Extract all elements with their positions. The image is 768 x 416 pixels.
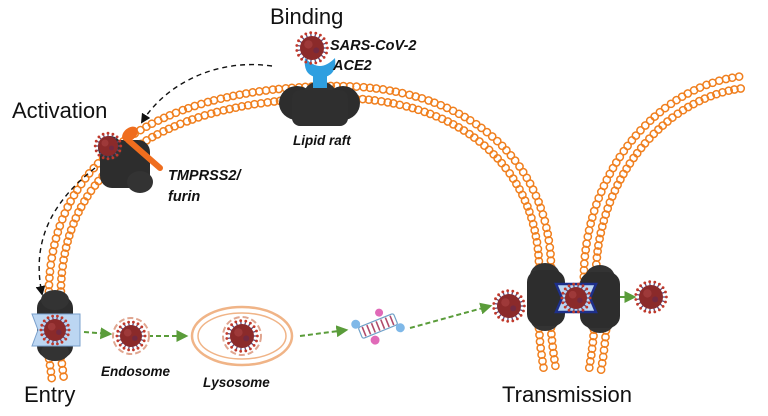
lipid-raft-complex	[279, 58, 360, 126]
virus-icon-entry	[39, 314, 71, 346]
protease-icon	[122, 126, 163, 171]
protease-label-line2: furin	[168, 189, 200, 205]
activation-to-entry-arrow	[35, 167, 96, 296]
endosome-label: Endosome	[101, 364, 171, 379]
stage-label-binding: Binding	[270, 4, 343, 29]
virus-icon-binding	[295, 31, 329, 65]
entry-to-endosome-arrow	[83, 327, 113, 340]
rna-to-transmission-arrow	[409, 302, 493, 329]
protease-label-line1: TMPRSS2/	[168, 168, 242, 184]
rna-fragment-icon	[351, 308, 405, 345]
virus-icon-activation	[93, 131, 123, 161]
transmission-complex	[527, 263, 620, 333]
endosome	[112, 317, 150, 355]
stage-label-activation: Activation	[12, 98, 107, 123]
ace2-receptor-icon	[304, 58, 336, 88]
virus-icon-lysosome	[225, 319, 259, 353]
virus-icon-endosome	[115, 320, 147, 352]
ace2-label: ACE2	[332, 58, 372, 74]
stage-label-entry: Entry	[24, 382, 75, 407]
lysosome-to-rna-arrow	[299, 325, 349, 338]
virus-label: SARS-CoV-2	[330, 38, 416, 54]
virus-icon-transmission-pore	[560, 282, 592, 314]
stage-label-transmission: Transmission	[502, 382, 632, 407]
protein-cluster-icon	[279, 81, 360, 126]
lysosome	[190, 305, 294, 367]
virus-icon-transmission-in	[492, 289, 526, 323]
virus-icon-transmission-out	[634, 280, 668, 314]
virus-particles	[39, 31, 668, 353]
pathway-arrows	[35, 64, 273, 296]
lysosome-label: Lysosome	[203, 375, 270, 390]
lipid-raft-label: Lipid raft	[293, 133, 351, 148]
binding-to-activation-arrow	[140, 64, 273, 124]
